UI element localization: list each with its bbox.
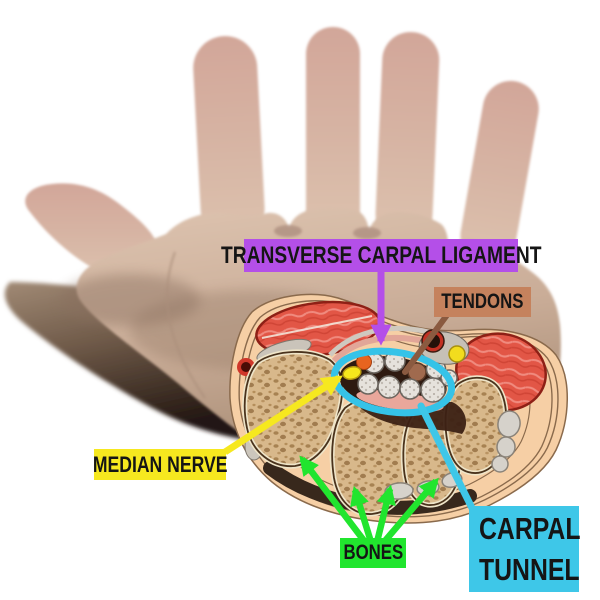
carpal-tunnel-outline — [330, 347, 456, 417]
thumb-base-shadow — [60, 274, 200, 326]
pointers — [223, 272, 476, 545]
label-transverse-carpal-ligament: TRANSVERSE CARPAL LIGAMENT — [221, 239, 541, 272]
radial-artery-lumen — [241, 362, 251, 372]
ulnar-nerve — [448, 345, 466, 363]
bones-arrow-1 — [299, 455, 368, 544]
median-nerve-pointer — [223, 375, 343, 455]
label-bones-text: BONES — [343, 541, 403, 564]
webbing-shadow — [274, 225, 302, 237]
tendon-circle — [399, 378, 421, 400]
label-carpal-tunnel-line2: TUNNEL — [479, 552, 580, 587]
label-tendons-text: TENDONS — [441, 290, 524, 313]
label-tendons: TENDONS — [434, 287, 531, 317]
tendons-pointer-line — [402, 312, 450, 375]
tendon-pebble — [496, 436, 516, 458]
index-finger — [193, 36, 265, 241]
ring-finger — [375, 32, 440, 242]
tendon-circle — [377, 375, 401, 399]
label-median-nerve-text: MEDIAN NERVE — [92, 451, 228, 477]
middle-finger — [306, 27, 360, 237]
label-median-nerve: MEDIAN NERVE — [92, 449, 228, 480]
bones-arrow-3 — [373, 484, 396, 543]
carpal-bone-1-outline — [243, 351, 343, 467]
label-carpal-tunnel: CARPAL TUNNEL — [469, 506, 581, 592]
webbing-shadow — [353, 227, 381, 239]
muscle-fascia-line — [261, 315, 373, 339]
tendon-pebble — [491, 455, 509, 473]
tendon-circle — [357, 373, 379, 395]
label-transverse-carpal-ligament-text: TRANSVERSE CARPAL LIGAMENT — [220, 241, 542, 269]
label-bones: BONES — [340, 538, 406, 568]
pinky-finger — [460, 80, 539, 264]
palm-crease — [165, 251, 207, 399]
bones-arrow-2 — [350, 485, 375, 543]
tendon-circle — [420, 377, 446, 403]
median-nerve-oval — [342, 366, 362, 380]
label-carpal-tunnel-line1: CARPAL — [479, 511, 581, 546]
carpal-tunnel-pointer — [417, 402, 476, 512]
bones-arrow-4 — [381, 477, 439, 545]
